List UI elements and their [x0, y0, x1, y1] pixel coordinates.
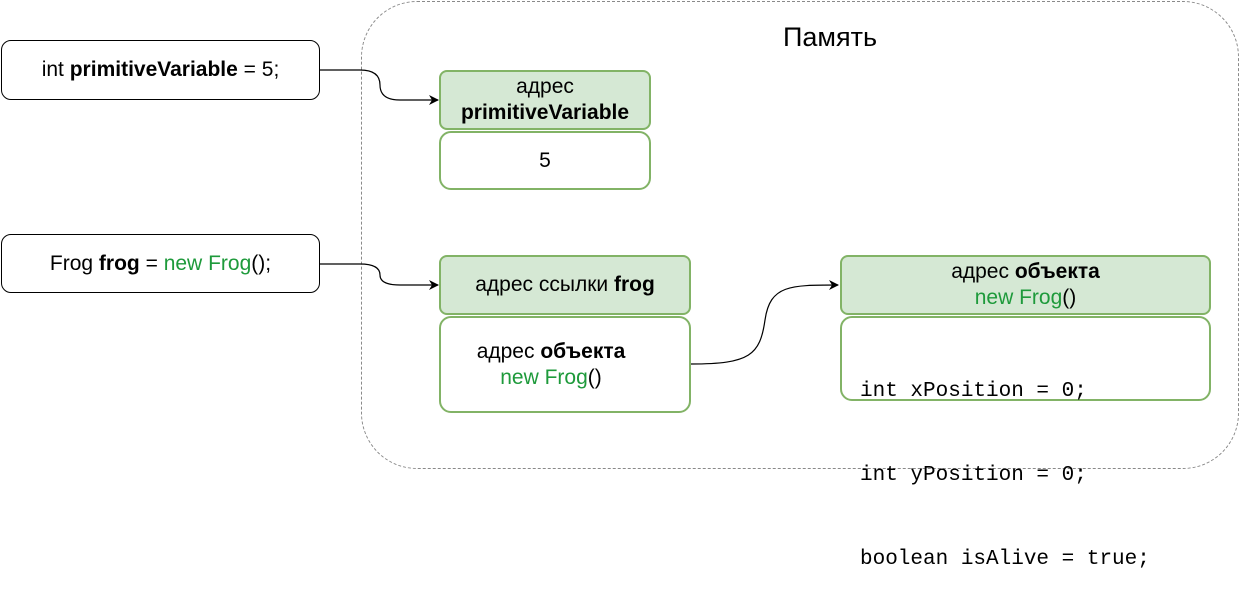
reference-address-label: адрес ссылки: [475, 273, 609, 296]
reference-address-header: адрес ссылки frog: [439, 255, 691, 315]
primitive-address-header: адрес primitiveVariable: [439, 70, 651, 130]
object-address-new: new: [974, 286, 1014, 309]
arrow-reference-to-object: [690, 280, 839, 365]
primitive-value-cell: 5: [439, 131, 651, 190]
primitive-name: primitiveVariable: [69, 58, 238, 81]
primitive-value: 5: [539, 148, 551, 172]
frog-new-keyword: new: [163, 251, 203, 275]
object-address-line2: new Frog(): [975, 285, 1077, 311]
object-field-isalive: boolean isAlive = true;: [860, 548, 1150, 571]
frog-declaration-box: Frog frog = new Frog();: [1, 234, 320, 293]
frog-equals: =: [145, 251, 158, 275]
reference-value-ctor: Frog: [544, 365, 588, 389]
reference-value-bold: объекта: [540, 339, 626, 363]
primitive-address-name: primitiveVariable: [460, 101, 630, 124]
reference-value-prefix: адрес: [476, 339, 535, 363]
arrow-frog-to-reference: [320, 263, 439, 290]
object-address-header: адрес объекта new Frog(): [840, 255, 1211, 315]
frog-type: Frog: [49, 251, 94, 275]
object-address-line1: адрес объекта: [951, 259, 1100, 285]
frog-tail: ();: [251, 251, 272, 275]
reference-value-line2: new Frog(): [500, 365, 602, 391]
object-address-tail: (): [1062, 286, 1077, 309]
reference-value-cell: адрес объекта new Frog(): [439, 316, 691, 413]
reference-value-line1: адрес объекта: [477, 339, 626, 365]
reference-value-tail: (): [587, 365, 602, 389]
primitive-assign: = 5;: [243, 58, 280, 81]
arrow-primitive-to-cell: [320, 69, 439, 105]
reference-address-name: frog: [613, 273, 655, 296]
primitive-declaration-box: int primitiveVariable = 5;: [1, 40, 320, 100]
object-field-xposition: int xPosition = 0;: [860, 380, 1087, 403]
primitive-type: int: [41, 58, 64, 81]
object-address-bold: объекта: [1014, 260, 1100, 283]
primitive-address-label: адрес: [516, 75, 574, 98]
frog-constructor: Frog: [208, 251, 252, 275]
object-address-prefix: адрес: [951, 260, 1009, 283]
memory-title: Память: [783, 22, 878, 52]
object-address-ctor: Frog: [1019, 286, 1063, 309]
frog-name: frog: [98, 251, 140, 275]
connector-layer: [320, 69, 839, 365]
reference-value-new: new: [500, 365, 539, 389]
memory-region: [361, 1, 1239, 469]
